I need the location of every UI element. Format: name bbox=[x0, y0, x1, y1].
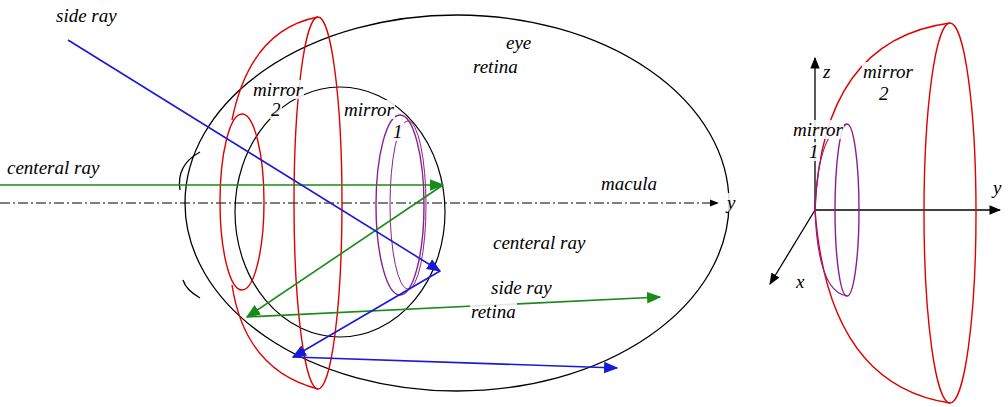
callout-number: 2 bbox=[878, 84, 890, 103]
part-label: mirror bbox=[792, 120, 844, 139]
mirror-1 bbox=[376, 115, 424, 295]
mirror-1 bbox=[390, 121, 426, 289]
axis-label: y bbox=[726, 193, 736, 212]
ray-label: centeral ray bbox=[6, 158, 100, 177]
callout-number: 2 bbox=[270, 100, 282, 119]
ray-label: centeral ray bbox=[492, 233, 586, 252]
axis-label: y bbox=[992, 178, 1002, 197]
central-ray bbox=[0, 184, 443, 186]
mirror-2 bbox=[232, 17, 318, 120]
mirror-1 bbox=[835, 124, 859, 296]
part-label: mirror bbox=[343, 100, 395, 119]
mirror-1 bbox=[815, 210, 847, 296]
optical-axis bbox=[0, 203, 718, 204]
axis-label: x bbox=[795, 272, 805, 291]
x-axis bbox=[770, 210, 815, 284]
part-label: mirror bbox=[252, 80, 304, 99]
cornea bbox=[183, 280, 200, 298]
mirror-2 bbox=[232, 285, 318, 389]
side-ray bbox=[293, 271, 440, 357]
ray-label: side ray bbox=[55, 6, 118, 25]
mirror-2 bbox=[220, 114, 264, 290]
part-label: macula bbox=[600, 174, 658, 193]
side-ray bbox=[293, 357, 617, 368]
axis-label: z bbox=[822, 62, 831, 81]
central-ray bbox=[247, 185, 443, 317]
part-label: retina bbox=[470, 302, 517, 321]
y-axis bbox=[815, 209, 1000, 210]
central-ray bbox=[247, 297, 660, 317]
part-label: eye bbox=[505, 33, 532, 52]
mirror-2 bbox=[924, 23, 976, 403]
side-ray bbox=[68, 40, 440, 271]
callout-number: 1 bbox=[392, 122, 404, 141]
callout-number: 1 bbox=[808, 142, 820, 161]
part-label: retina bbox=[472, 57, 519, 76]
part-label: mirror bbox=[862, 62, 914, 81]
ray-label: side ray bbox=[490, 278, 553, 297]
